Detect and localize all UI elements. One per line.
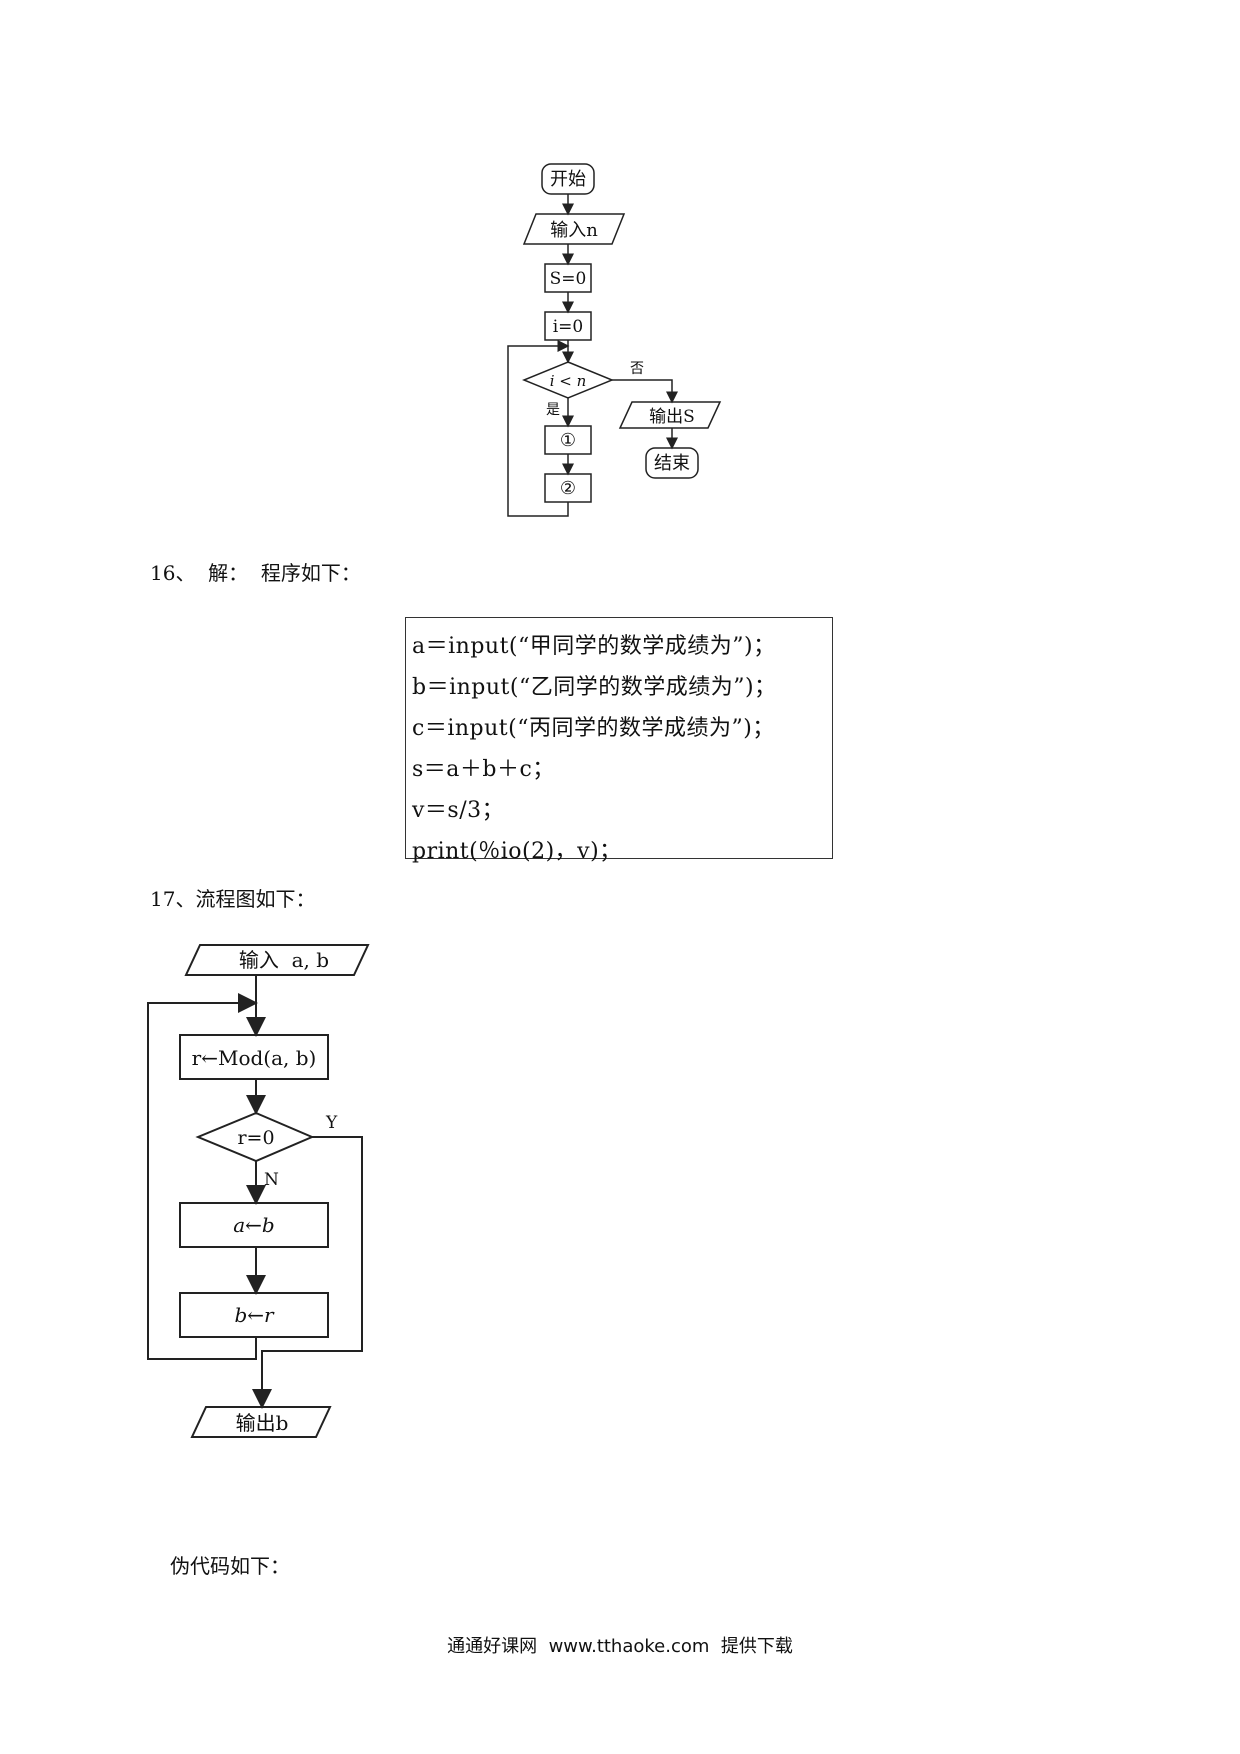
flow1-input-node — [522, 213, 626, 245]
flow2-a-assign-node — [179, 1202, 329, 1248]
flow1-end-node — [645, 447, 699, 479]
code-line: v＝s/3； — [412, 798, 505, 823]
flow2-no-label: N — [264, 1170, 279, 1190]
flow2-yes-label: Y — [325, 1113, 338, 1133]
flow2-input-text: 输入 a, b — [239, 948, 329, 972]
q17-label: 17、流程图如下： — [150, 887, 316, 911]
flowchart-euclid: 输入 a, b r←Mod(a, b) r=0 Y N a←b b←r 输出b — [147, 944, 370, 1438]
flow2-a-assign-text: a←b — [233, 1213, 274, 1237]
code-line: c＝input(“丙同学的数学成绩为”)； — [412, 716, 775, 741]
q16-code-box: a＝input(“甲同学的数学成绩为”)； b＝input(“乙同学的数学成绩为… — [405, 617, 833, 864]
flow2-output-node — [190, 1406, 332, 1438]
q16-label: 16、 解： 程序如下： — [150, 561, 361, 585]
flowchart-loop-sum: 开始 输入n S=0 i=0 i < n 否 是 输出S 结束 ① ② — [507, 163, 722, 517]
flow2-mod-text: r←Mod(a, b) — [192, 1046, 317, 1070]
flow1-s-init-text: S=0 — [550, 269, 587, 289]
flow1-step1-text: ① — [560, 430, 576, 451]
code-line: print(％io(2)，v)； — [412, 839, 622, 864]
flow1-condition-text: i < n — [550, 372, 587, 390]
flow2-condition-text: r=0 — [237, 1127, 274, 1149]
code-line: a＝input(“甲同学的数学成绩为”)； — [412, 634, 776, 659]
page-footer: 通通好课网 www.tthaoke.com 提供下载 — [447, 1636, 793, 1657]
flow2-input-node — [184, 944, 370, 976]
flow1-yes-label: 是 — [546, 402, 560, 418]
flow2-b-assign-node — [179, 1292, 329, 1338]
flow1-end-text: 结束 — [654, 453, 690, 474]
code-line: s＝a＋b＋c； — [412, 757, 555, 782]
flow1-no-label: 否 — [630, 361, 644, 377]
flow2-output-text: 输出b — [236, 1411, 289, 1435]
flow1-output-text: 输出S — [649, 407, 695, 427]
flow1-input-text: 输入n — [550, 220, 598, 241]
flow2-b-assign-text: b←r — [234, 1303, 275, 1327]
flow1-output-node — [618, 401, 722, 429]
flow2-mod-node — [179, 1034, 329, 1080]
pseudo-code-label: 伪代码如下： — [170, 1554, 290, 1578]
flow1-i-init-text: i=0 — [553, 317, 584, 337]
flow1-step2-text: ② — [560, 478, 576, 499]
code-line: b＝input(“乙同学的数学成绩为”)； — [412, 675, 777, 700]
flow1-start-text: 开始 — [550, 169, 586, 190]
